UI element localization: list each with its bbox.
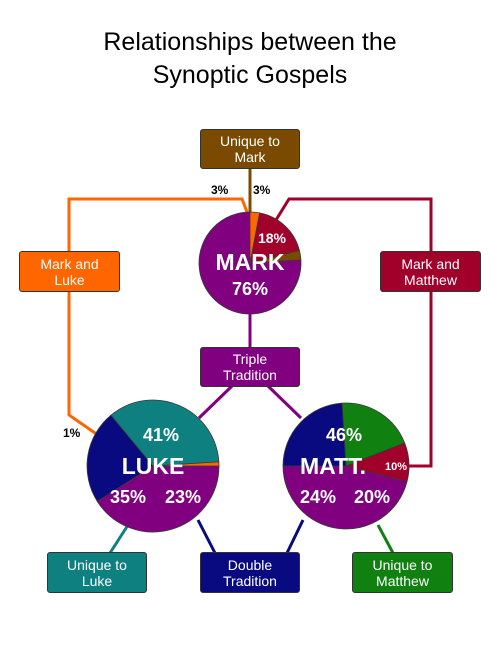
- unique-to-mark-line1: Unique to: [220, 133, 280, 149]
- luke-slice-label-triple: 41%: [143, 425, 179, 445]
- unique-to-luke-line1: Unique to: [67, 556, 127, 573]
- mark-pie: [198, 211, 302, 315]
- matthew-slice-label-mark: 10%: [385, 461, 407, 473]
- luke-slice-label-mark: 1%: [63, 426, 81, 440]
- matthew-slice-label-double: 24%: [300, 487, 336, 507]
- matthew-pie-name: MATT.: [300, 453, 366, 479]
- triple-connector-right: [266, 384, 303, 420]
- mark-luke-connector: [67, 197, 249, 442]
- double-tradition-line1: Double: [227, 556, 273, 573]
- mark-slice-label-matthew: 18%: [258, 230, 287, 246]
- diagram-title-line2: Synoptic Gospels: [152, 61, 348, 89]
- luke-pie-name: LUKE: [122, 453, 185, 479]
- unique-matthew-connector: [376, 524, 395, 554]
- mark-slice-label-luke: 3%: [211, 183, 229, 197]
- unique-to-matthew-line1: Unique to: [372, 556, 433, 573]
- luke-pie: [86, 399, 220, 533]
- mark-and-matthew-line2: Matthew: [404, 271, 457, 288]
- mark-and-luke-line2: Luke: [54, 271, 85, 288]
- luke-slice-unique: [110, 399, 220, 467]
- matthew-pie: [282, 402, 410, 530]
- matthew-slice-unique: [341, 402, 406, 467]
- matthew-slice-label-unique: 20%: [354, 487, 390, 507]
- triple-tradition-line2: Tradition: [223, 367, 277, 383]
- unique-to-luke-line2: Luke: [81, 572, 113, 589]
- matthew-slice-triple: [282, 465, 408, 530]
- mark-slice-label-triple: 76%: [232, 279, 268, 299]
- unique-to-matthew-line2: Matthew: [376, 572, 429, 589]
- diagram-title-line1: Relationships between the: [103, 28, 397, 56]
- mark-and-matthew-line1: Mark and: [401, 255, 460, 272]
- luke-slice-label-double: 23%: [165, 487, 201, 507]
- matthew-slice-double: [282, 402, 347, 467]
- luke-slice-double: [86, 414, 154, 502]
- unique-to-mark-line2: Mark: [234, 149, 266, 165]
- matthew-slice-label-triple: 46%: [326, 425, 362, 445]
- mark-slice-matthew: [249, 212, 300, 264]
- mark-and-luke-line1: Mark and: [40, 255, 99, 272]
- double-connector-right: [285, 519, 305, 554]
- triple-connector-left: [197, 384, 234, 420]
- connector-lines: [67, 168, 433, 554]
- double-connector-left: [196, 519, 217, 554]
- double-tradition-line2: Tradition: [223, 572, 277, 589]
- mark-slice-label-unique: 3%: [253, 183, 271, 197]
- unique-luke-connector: [108, 524, 130, 554]
- mark-slice-luke: [249, 211, 261, 264]
- mark-pie-name: MARK: [216, 249, 285, 275]
- triple-tradition-line1: Triple: [232, 351, 268, 367]
- mark-matthew-connector: [274, 197, 433, 468]
- luke-slice-mark: [152, 461, 220, 467]
- luke-slice-label-unique: 35%: [110, 487, 146, 507]
